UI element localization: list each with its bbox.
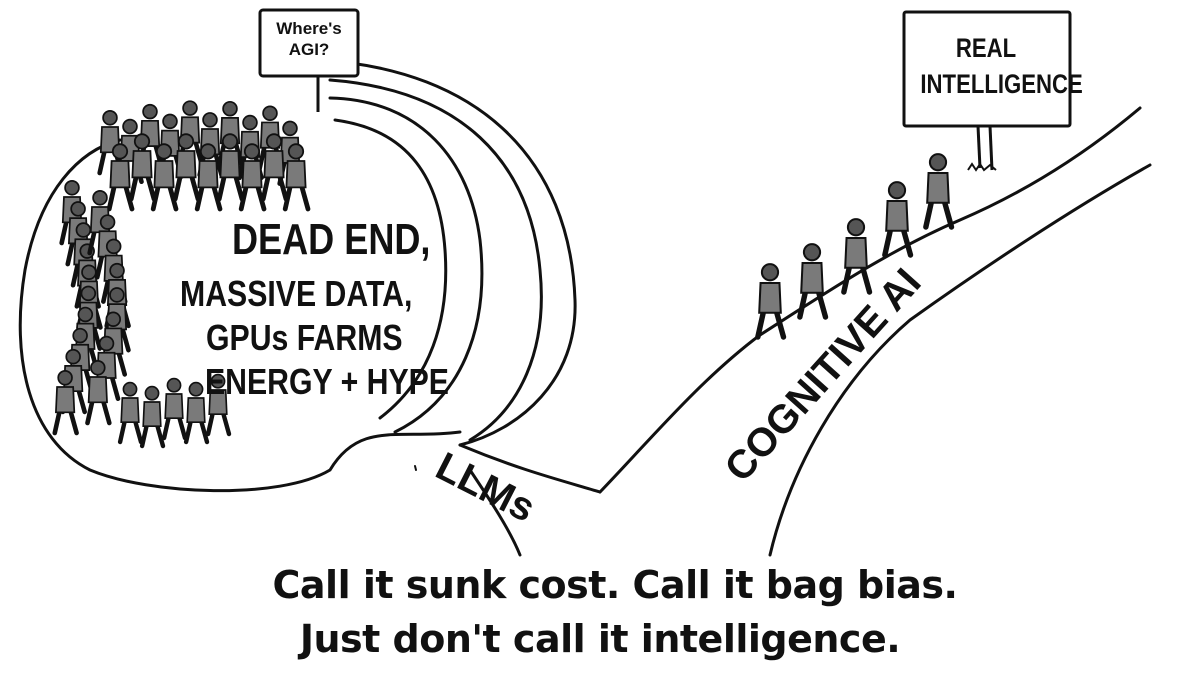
crowd-figure: [205, 373, 232, 437]
ground-mark: [414, 465, 417, 471]
loop-outer-path: [18, 138, 462, 493]
loop-road-line-3: [328, 78, 543, 442]
crowd-figure: [117, 381, 144, 445]
loop-road-line-2: [333, 118, 448, 420]
sign-real-grass: [967, 162, 997, 172]
massive-data-text: MASSIVE DATA,: [180, 273, 413, 314]
sign-real: [902, 10, 1072, 172]
crowd-figure: [238, 143, 267, 212]
sign-real-line2: INTELLIGENCE: [920, 69, 1083, 99]
walker-figure: [755, 263, 787, 340]
walker-figure: [923, 153, 955, 230]
crowd-figure: [128, 133, 157, 202]
sign-real-label: REAL INTELLIGENCE: [920, 30, 1083, 102]
loop-road-line-1: [328, 96, 484, 434]
sign-real-line1: REAL: [955, 33, 1017, 63]
walkers-cognitive: [755, 153, 955, 340]
crowd-in-loop: [52, 100, 311, 449]
energy-hype-text: ENERGY + HYPE: [205, 361, 449, 402]
crowd-figure: [139, 385, 166, 449]
llm-road-lower: [458, 443, 602, 494]
dead-end-text: DEAD END,: [232, 215, 431, 264]
cognitive-road-upper: [598, 106, 1142, 494]
sign-agi-board: [258, 8, 360, 78]
crowd-figure: [52, 370, 79, 436]
gpu-farms-text: GPUs FARMS: [206, 317, 403, 358]
walker-figure: [841, 218, 873, 295]
crowd-figure: [260, 133, 289, 202]
sign-agi: [258, 8, 360, 112]
sign-agi-label: Where's AGI?: [262, 18, 356, 60]
crowd-figure: [172, 133, 201, 202]
sign-agi-line1: Where's: [276, 19, 342, 38]
walker-figure: [797, 243, 829, 320]
caption-line-1: Call it sunk cost. Call it bag bias.: [272, 563, 958, 607]
llm-road-tail: [468, 468, 522, 557]
cognitive-road-lower: [768, 163, 1152, 557]
loop-road-line-4: [318, 58, 577, 447]
sign-agi-line2: AGI?: [288, 40, 330, 59]
crowd-figure: [194, 143, 223, 212]
crowd-figure: [183, 381, 210, 445]
caption-line-2: Just don't call it intelligence.: [299, 617, 901, 661]
crowd-figure: [85, 360, 112, 426]
sign-real-post-right: [988, 125, 994, 171]
crowd-figure: [282, 143, 311, 212]
sign-real-board: [902, 10, 1072, 128]
sign-real-post-left: [976, 125, 982, 169]
crowd-figure: [216, 133, 245, 202]
crowd-figure: [161, 377, 188, 441]
walker-figure: [882, 181, 914, 258]
